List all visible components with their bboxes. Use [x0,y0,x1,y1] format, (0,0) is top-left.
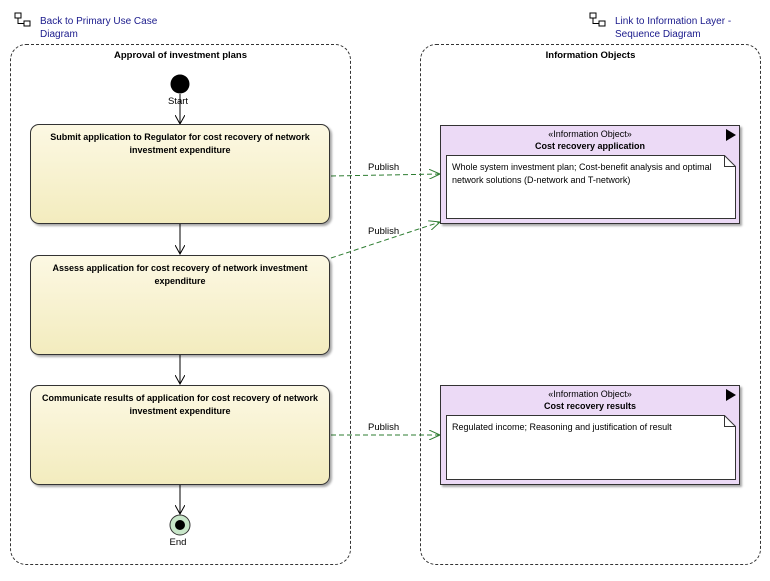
activity-assess-label: Assess application for cost recovery of … [52,263,308,286]
note-fold-icon [724,415,736,427]
publish-flow-1 [330,174,440,176]
info-object-name: Cost recovery results [543,401,637,411]
partition-title-approval: Approval of investment plans [113,50,248,61]
forward-link-line1[interactable]: Link to Information Layer - [615,16,732,27]
start-node [170,74,190,94]
info-object-stereotype: «Information Object» [548,389,632,399]
info-object-stereotype: «Information Object» [548,129,632,139]
back-link-line1[interactable]: Back to Primary Use Case [40,16,158,27]
start-label: Start [167,96,189,107]
publish-flow-2 [330,222,440,259]
partition-information-objects: Information Objects [420,44,761,565]
flag-icon [726,389,736,401]
activity-communicate-label: Communicate results of application for c… [41,393,319,416]
note-fold-icon [724,155,736,167]
activity-submit-label: Submit application to Regulator for cost… [50,132,310,155]
activity-submit-application[interactable]: Submit application to Regulator for cost… [30,124,330,224]
partition-title-information-objects: Information Objects [545,50,636,61]
back-link-line2[interactable]: Diagram [40,29,78,40]
activity-assess-application[interactable]: Assess application for cost recovery of … [30,255,330,355]
info-object-cost-recovery-application[interactable]: «Information Object» Cost recovery appli… [440,125,740,224]
info-object-cost-recovery-results[interactable]: «Information Object» Cost recovery resul… [440,385,740,485]
publish-label-3: Publish [368,422,400,433]
end-node-core [175,520,185,530]
publish-label-2: Publish [368,226,400,237]
diagram-link-icon [14,12,31,27]
info-object-name: Cost recovery application [534,141,646,151]
activity-communicate-results[interactable]: Communicate results of application for c… [30,385,330,485]
partition-approval: Approval of investment plans [10,44,351,565]
forward-link-line2[interactable]: Sequence Diagram [615,29,701,40]
info-object-note: Regulated income; Reasoning and justific… [446,415,736,480]
end-label: End [169,537,187,548]
link-to-information-layer[interactable]: Link to Information Layer - Sequence Dia… [589,11,731,41]
flag-icon [726,129,736,141]
info-object-note: Whole system investment plan; Cost-benef… [446,155,736,219]
diagram-link-icon [589,12,606,27]
publish-label-1: Publish [368,162,400,173]
back-to-primary-use-case-link[interactable]: Back to Primary Use Case Diagram [14,11,157,41]
